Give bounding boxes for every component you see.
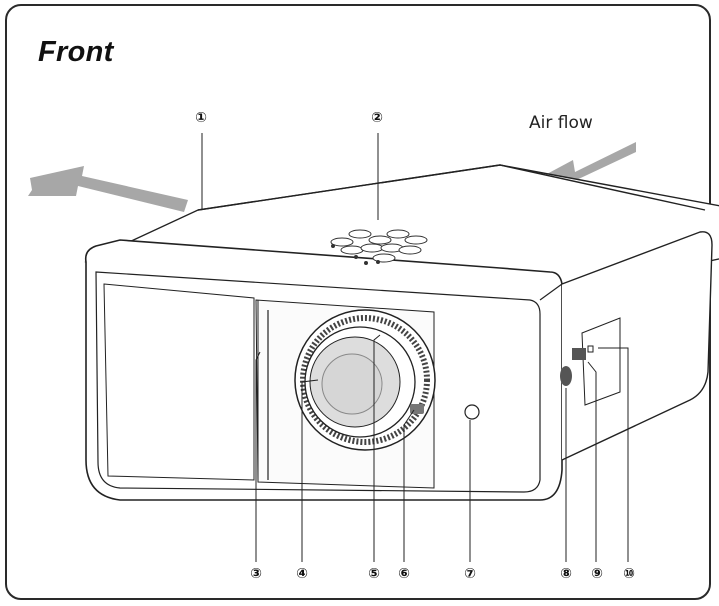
callout-9: ⑨ [591, 566, 603, 582]
page-title: Front [38, 36, 114, 68]
callout-7: ⑦ [464, 566, 476, 582]
callout-1: ① [195, 110, 207, 126]
callout-2: ② [371, 110, 383, 126]
top-control-panel [330, 229, 428, 265]
callout-4: ④ [296, 566, 308, 582]
airflow-label: Air flow [529, 113, 593, 133]
callout-8: ⑧ [560, 566, 572, 582]
callout-5: ⑤ [368, 566, 380, 582]
callout-10: ⑩ [623, 566, 635, 582]
callout-3: ③ [250, 566, 262, 582]
power-switch [572, 348, 586, 360]
ac-socket [560, 366, 572, 386]
callout-6: ⑥ [398, 566, 410, 582]
projector-side [561, 231, 713, 461]
side-panel [581, 317, 621, 406]
airflow-out-arrow [28, 166, 188, 212]
infrared-receiver [464, 404, 480, 420]
kensington-lock [587, 345, 594, 353]
